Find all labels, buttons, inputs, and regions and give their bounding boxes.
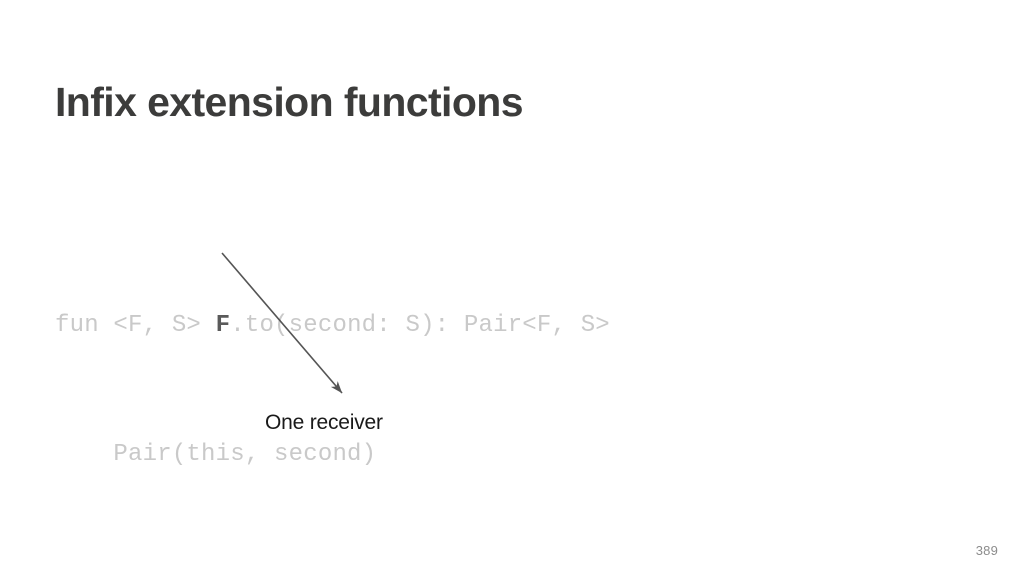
annotation-label-one-receiver: One receiver	[265, 411, 383, 434]
code-line-1: fun <F, S> F.to(second: S): Pair<F, S>	[55, 304, 610, 347]
code-line-2: Pair(this, second)	[55, 441, 377, 468]
code-segment-receiver: F	[215, 312, 231, 339]
page-title: Infix extension functions	[55, 79, 524, 126]
code-segment-prefix: fun <F, S>	[55, 312, 216, 339]
code-block: fun <F, S> F.to(second: S): Pair<F, S> P…	[55, 218, 610, 562]
page-number: 389	[975, 543, 998, 558]
code-segment-suffix: .to(second: S): Pair<F, S>	[230, 312, 610, 339]
